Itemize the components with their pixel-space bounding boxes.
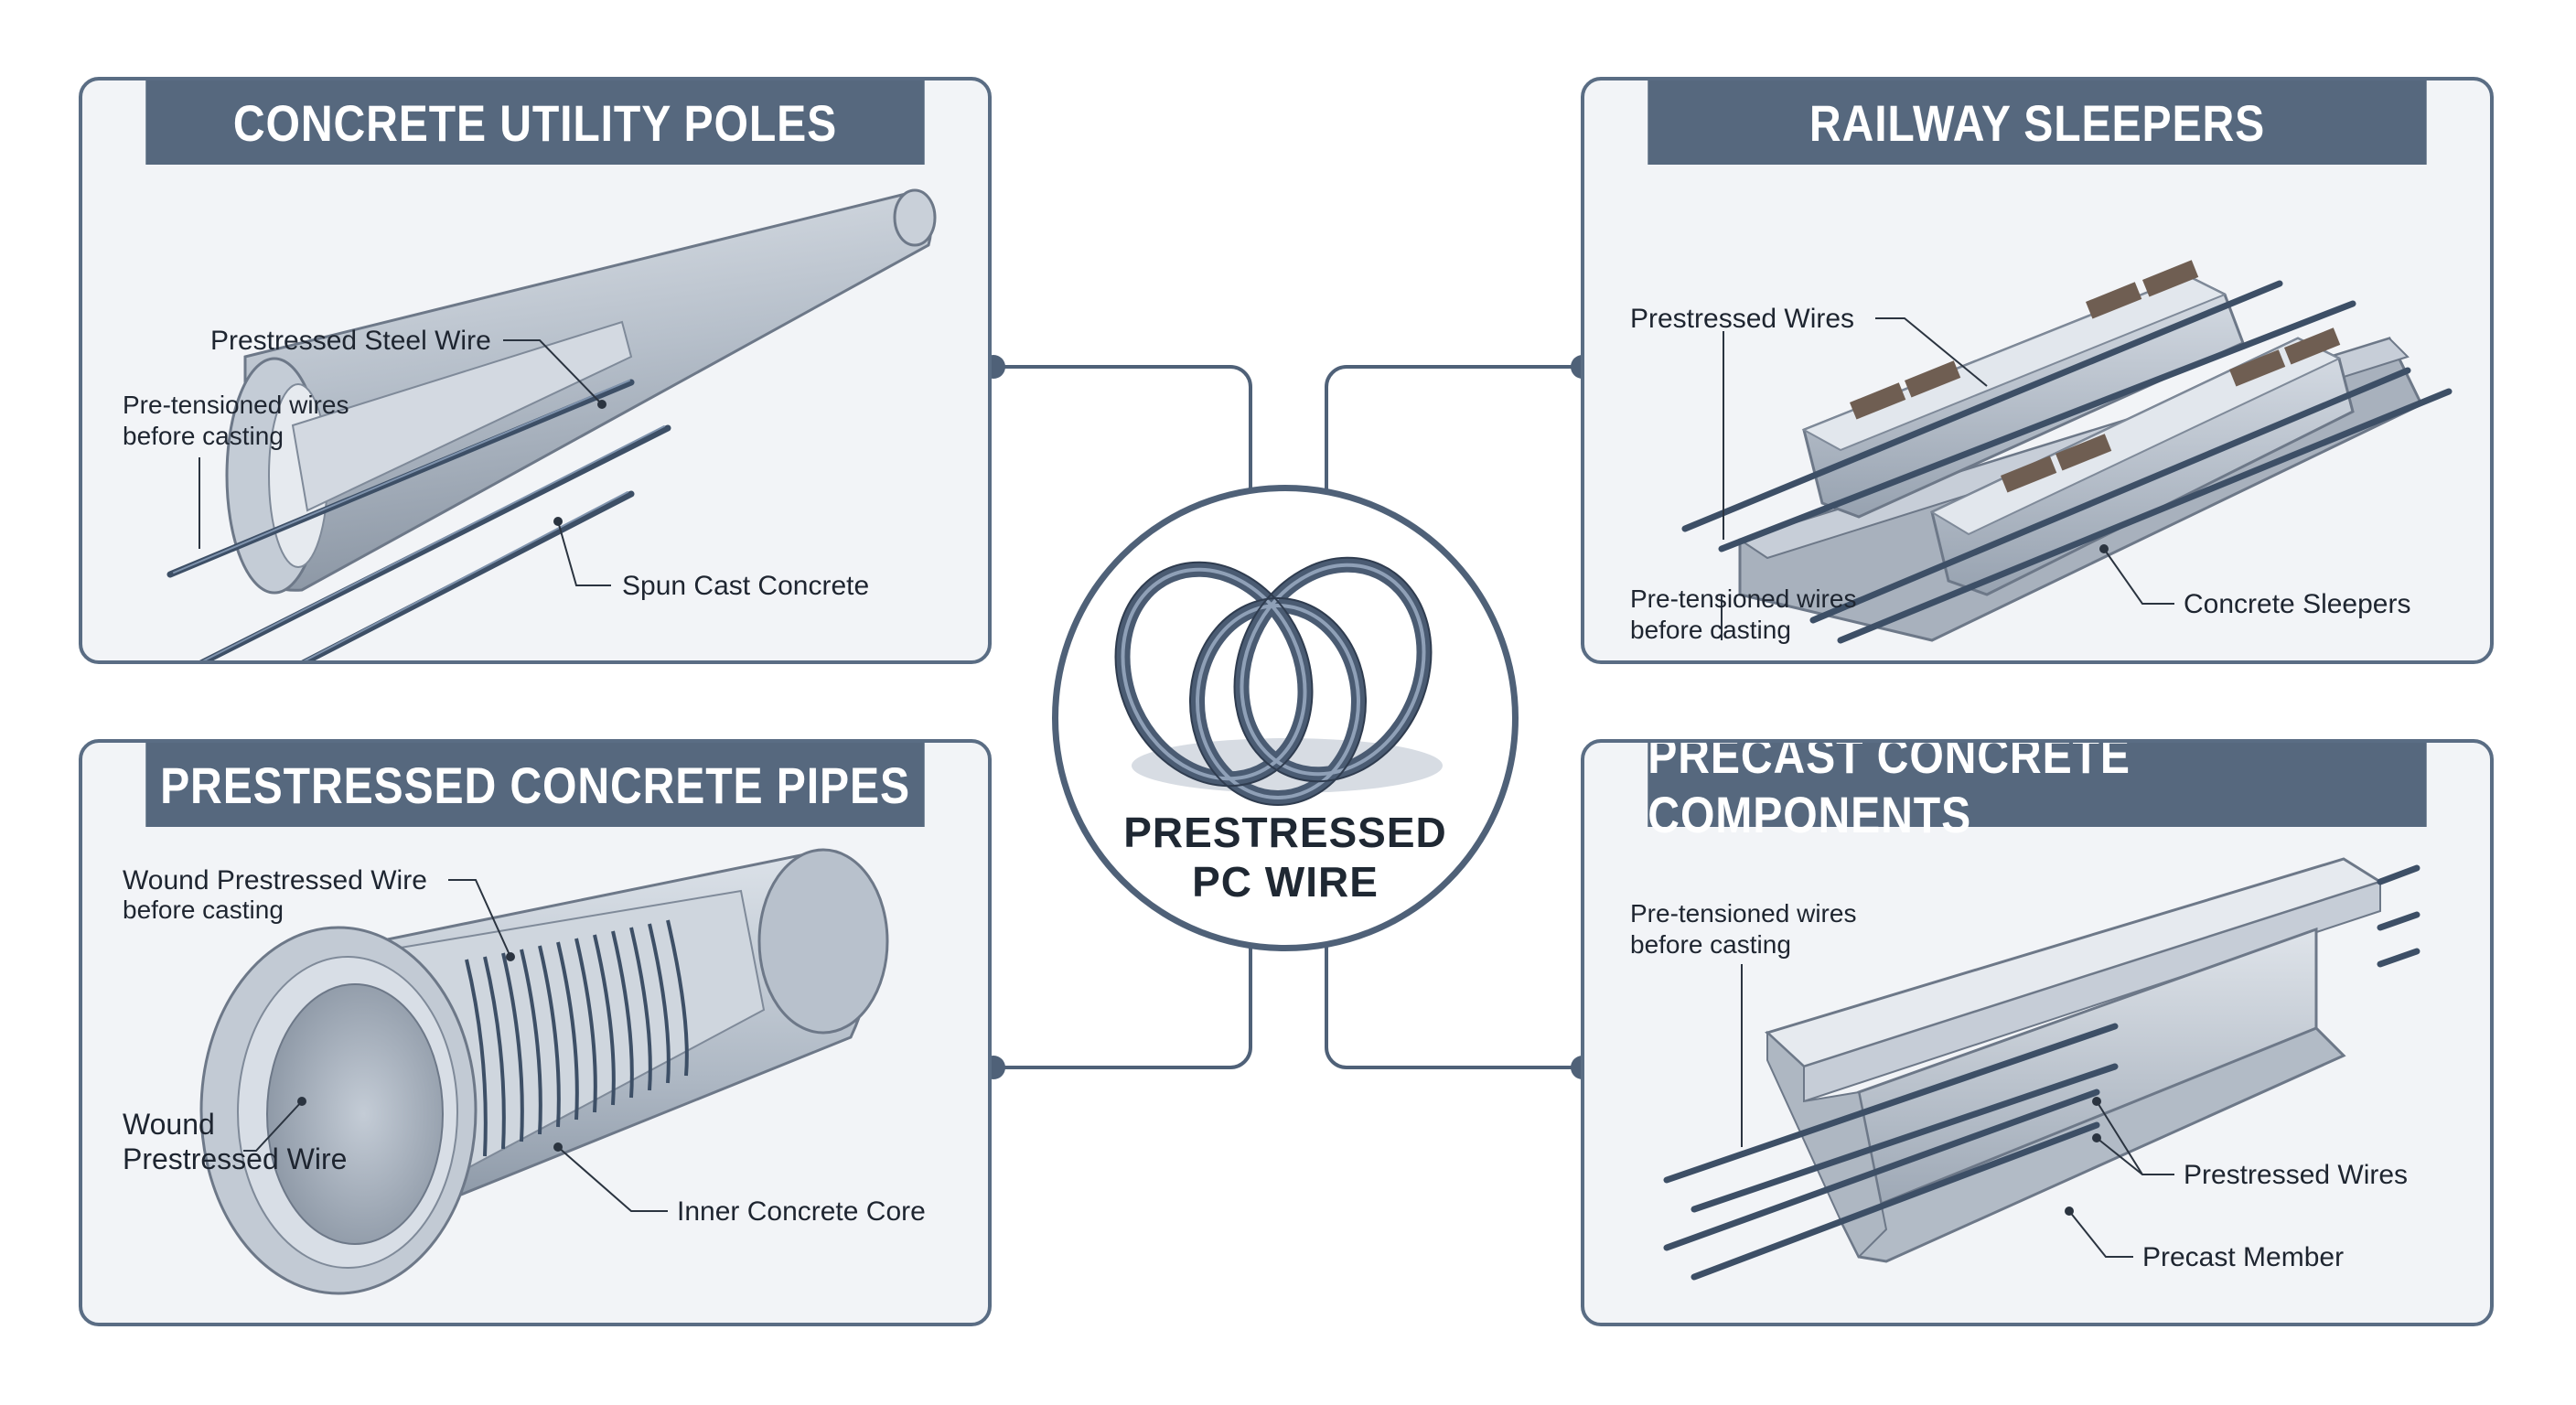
panel-title-concrete-pipes: PRESTRESSED CONCRETE PIPES <box>145 743 925 827</box>
leader-sleeper-wires <box>1875 317 1988 387</box>
panel-concrete-pipes: PRESTRESSED CONCRETE PIPES <box>79 739 992 1326</box>
label-spun-concrete: Spun Cast Concrete <box>622 571 869 601</box>
panel-utility-poles: CONCRETE UTILITY POLES <box>79 77 992 664</box>
hub-title-line1: PRESTRESSED <box>1123 809 1447 856</box>
leader-wound-top <box>448 879 511 958</box>
label-sleeper-pretensioned-1: Pre-tensioned wires <box>1630 585 1856 613</box>
label-wound-top-1: Wound Prestressed Wire <box>123 865 427 896</box>
connector-precast <box>1325 947 1583 1069</box>
label-concrete-sleepers: Concrete Sleepers <box>2184 589 2410 619</box>
precast-wire-6 <box>2377 911 2420 931</box>
label-sleeper-wires: Prestressed Wires <box>1630 304 1854 334</box>
label-wound-top-2: before casting <box>123 896 284 924</box>
label-precast-pretensioned-1: Pre-tensioned wires <box>1630 899 1856 928</box>
label-precast-member: Precast Member <box>2142 1242 2344 1272</box>
panel-title-railway-sleepers: RAILWAY SLEEPERS <box>1648 80 2427 165</box>
railway-sleeper-illustration: Prestressed Wires Pre-tensioned wires be… <box>1630 260 2453 644</box>
leader-spun <box>557 520 611 586</box>
connector-poles <box>993 365 1252 489</box>
sleeper-wire-4 <box>1837 388 2453 644</box>
panel-body-utility-poles: Prestressed Steel Wire Pre-tensioned wir… <box>82 165 988 660</box>
leader-core <box>557 1146 668 1212</box>
hub-title-line2: PC WIRE <box>1192 858 1379 906</box>
pole-tip <box>893 188 937 247</box>
label-pretensioned-2: before casting <box>123 422 284 450</box>
panel-title-precast-components: PRECAST CONCRETE COMPONENTS <box>1648 743 2427 843</box>
rail-seat <box>1850 382 1906 420</box>
utility-pole-illustration: Prestressed Steel Wire Pre-tensioned wir… <box>123 188 937 660</box>
panel-body-precast-components: Pre-tensioned wires before casting Prest… <box>1584 827 2490 1323</box>
precast-wire-1 <box>1663 1023 2119 1184</box>
label-inner-core: Inner Concrete Core <box>677 1196 926 1227</box>
panel-body-railway-sleepers: Prestressed Wires Pre-tensioned wires be… <box>1584 165 2490 660</box>
concrete-pipe-illustration: Wound Prestressed Wire before casting Wo… <box>123 848 926 1295</box>
panel-precast-components: PRECAST CONCRETE COMPONENTS <box>1581 739 2494 1326</box>
sleeper-wire-1 <box>1681 280 2283 532</box>
precast-beam-illustration: Pre-tensioned wires before casting Prest… <box>1630 857 2420 1281</box>
label-precast-wires: Prestressed Wires <box>2184 1160 2408 1190</box>
sleeper-wire-3 <box>1809 367 2411 624</box>
label-wound-2: Prestressed Wire <box>123 1142 347 1175</box>
pipe-far-end <box>757 848 889 1035</box>
precast-wire-4 <box>1690 1121 2100 1281</box>
precast-wire-7 <box>2377 948 2420 968</box>
panel-railway-sleepers: RAILWAY SLEEPERS <box>1581 77 2494 664</box>
center-hub: PRESTRESSED PC WIRE <box>1052 485 1519 951</box>
connector-pipes <box>993 947 1252 1069</box>
sleeper-wire-2 <box>1718 300 2356 552</box>
label-precast-pretensioned-2: before casting <box>1630 930 1791 959</box>
pipe-bore <box>266 983 444 1245</box>
leader-precast-wires-2 <box>2096 1137 2143 1175</box>
leader-concrete-sleepers <box>2103 548 2174 605</box>
leader-steel-wire <box>503 339 603 405</box>
wound-wire-coils <box>465 919 689 1157</box>
label-sleeper-pretensioned-2: before casting <box>1630 616 1791 644</box>
precast-wire-5 <box>2377 864 2420 885</box>
pole-wire-2 <box>199 424 671 660</box>
leader-precast-member <box>2068 1210 2133 1258</box>
label-steel-wire: Prestressed Steel Wire <box>210 326 491 356</box>
precast-wire-3 <box>1663 1089 2100 1251</box>
label-wound-1: Wound <box>123 1108 215 1141</box>
wire-coil-icon <box>1114 556 1443 806</box>
pole-wire-3 <box>301 490 635 660</box>
precast-wire-2 <box>1690 1063 2119 1213</box>
panel-title-utility-poles: CONCRETE UTILITY POLES <box>145 80 925 165</box>
label-pretensioned-1: Pre-tensioned wires <box>123 391 349 419</box>
panel-body-concrete-pipes: Wound Prestressed Wire before casting Wo… <box>82 827 988 1323</box>
connector-sleepers <box>1325 365 1583 489</box>
pole-cutaway <box>291 320 633 512</box>
leader-wound <box>243 1100 303 1152</box>
